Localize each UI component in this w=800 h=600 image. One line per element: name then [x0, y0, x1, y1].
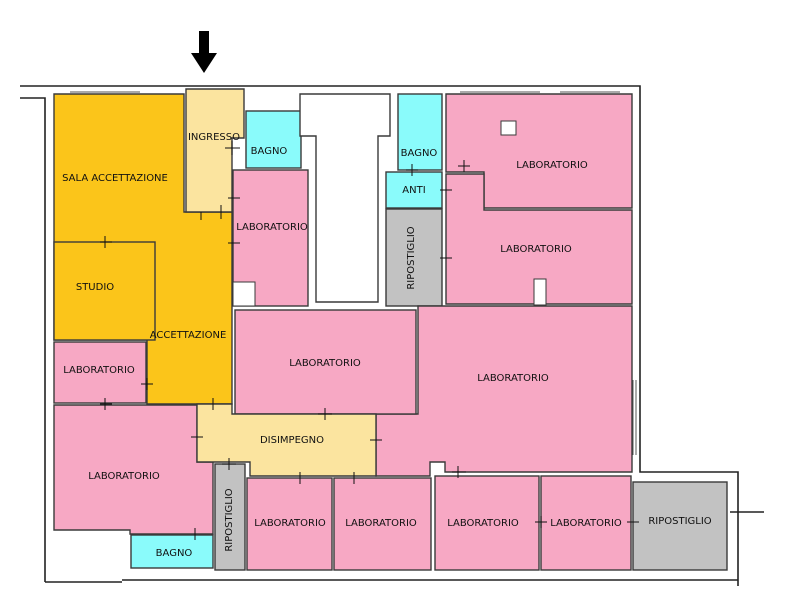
- label-laboratorio-4: LABORATORIO: [289, 358, 361, 369]
- room-laboratorio-left-small: [53, 341, 147, 404]
- room-bagno-2: [397, 93, 443, 171]
- room-laboratorio-bottom-left: [53, 404, 214, 535]
- label-studio: STUDIO: [76, 282, 114, 293]
- room-studio: [53, 241, 156, 341]
- label-ripostiglio-2: RIPOSTIGLIO: [224, 488, 235, 551]
- room-bagno-3: [130, 534, 214, 569]
- label-laboratorio-3: LABORATORIO: [500, 244, 572, 255]
- label-ripostiglio-1: RIPOSTIGLIO: [406, 226, 417, 289]
- window-square: [500, 120, 517, 136]
- room-ripostiglio-2: [214, 463, 246, 571]
- label-laboratorio-7: LABORATORIO: [88, 471, 160, 482]
- label-laboratorio-10: LABORATORIO: [447, 518, 519, 529]
- label-ingresso: INGRESSO: [188, 132, 240, 143]
- label-accettazione: ACCETTAZIONE: [150, 330, 227, 341]
- room-laboratorio-b2: [333, 477, 432, 571]
- room-bagno-1: [245, 110, 302, 169]
- label-laboratorio-8: LABORATORIO: [254, 518, 326, 529]
- room-ripostiglio-1: [385, 208, 443, 307]
- room-disimpegno: [196, 403, 377, 477]
- room-laboratorio-center: [234, 309, 417, 415]
- void-notch-2: [533, 278, 547, 306]
- label-laboratorio-2: LABORATORIO: [236, 222, 308, 233]
- label-disimpegno: DISIMPEGNO: [260, 435, 324, 446]
- label-sala-accettazione: SALA ACCETTAZIONE: [62, 173, 168, 184]
- label-bagno-2: BAGNO: [401, 148, 438, 159]
- label-laboratorio-9: LABORATORIO: [345, 518, 417, 529]
- room-laboratorio-b3: [434, 475, 540, 571]
- label-bagno-1: BAGNO: [251, 146, 288, 157]
- room-ripostiglio-3: [632, 481, 728, 571]
- label-ripostiglio-3: RIPOSTIGLIO: [648, 516, 711, 527]
- label-anti: ANTI: [402, 185, 425, 196]
- label-laboratorio-6: LABORATORIO: [63, 365, 135, 376]
- label-laboratorio-1: LABORATORIO: [516, 160, 588, 171]
- void-notch: [232, 281, 256, 307]
- exterior-walls: [20, 85, 764, 586]
- label-laboratorio-5: LABORATORIO: [477, 373, 549, 384]
- door-marks: [100, 141, 639, 540]
- room-laboratorio-right-mid: [445, 173, 633, 305]
- arrow-down-icon: [191, 31, 217, 73]
- room-laboratorio-b4: [540, 475, 632, 571]
- room-laboratorio-b1: [246, 477, 333, 571]
- label-laboratorio-11: LABORATORIO: [550, 518, 622, 529]
- room-ingresso: [185, 88, 245, 213]
- label-bagno-3: BAGNO: [156, 548, 193, 559]
- void-courtyard: [299, 93, 391, 303]
